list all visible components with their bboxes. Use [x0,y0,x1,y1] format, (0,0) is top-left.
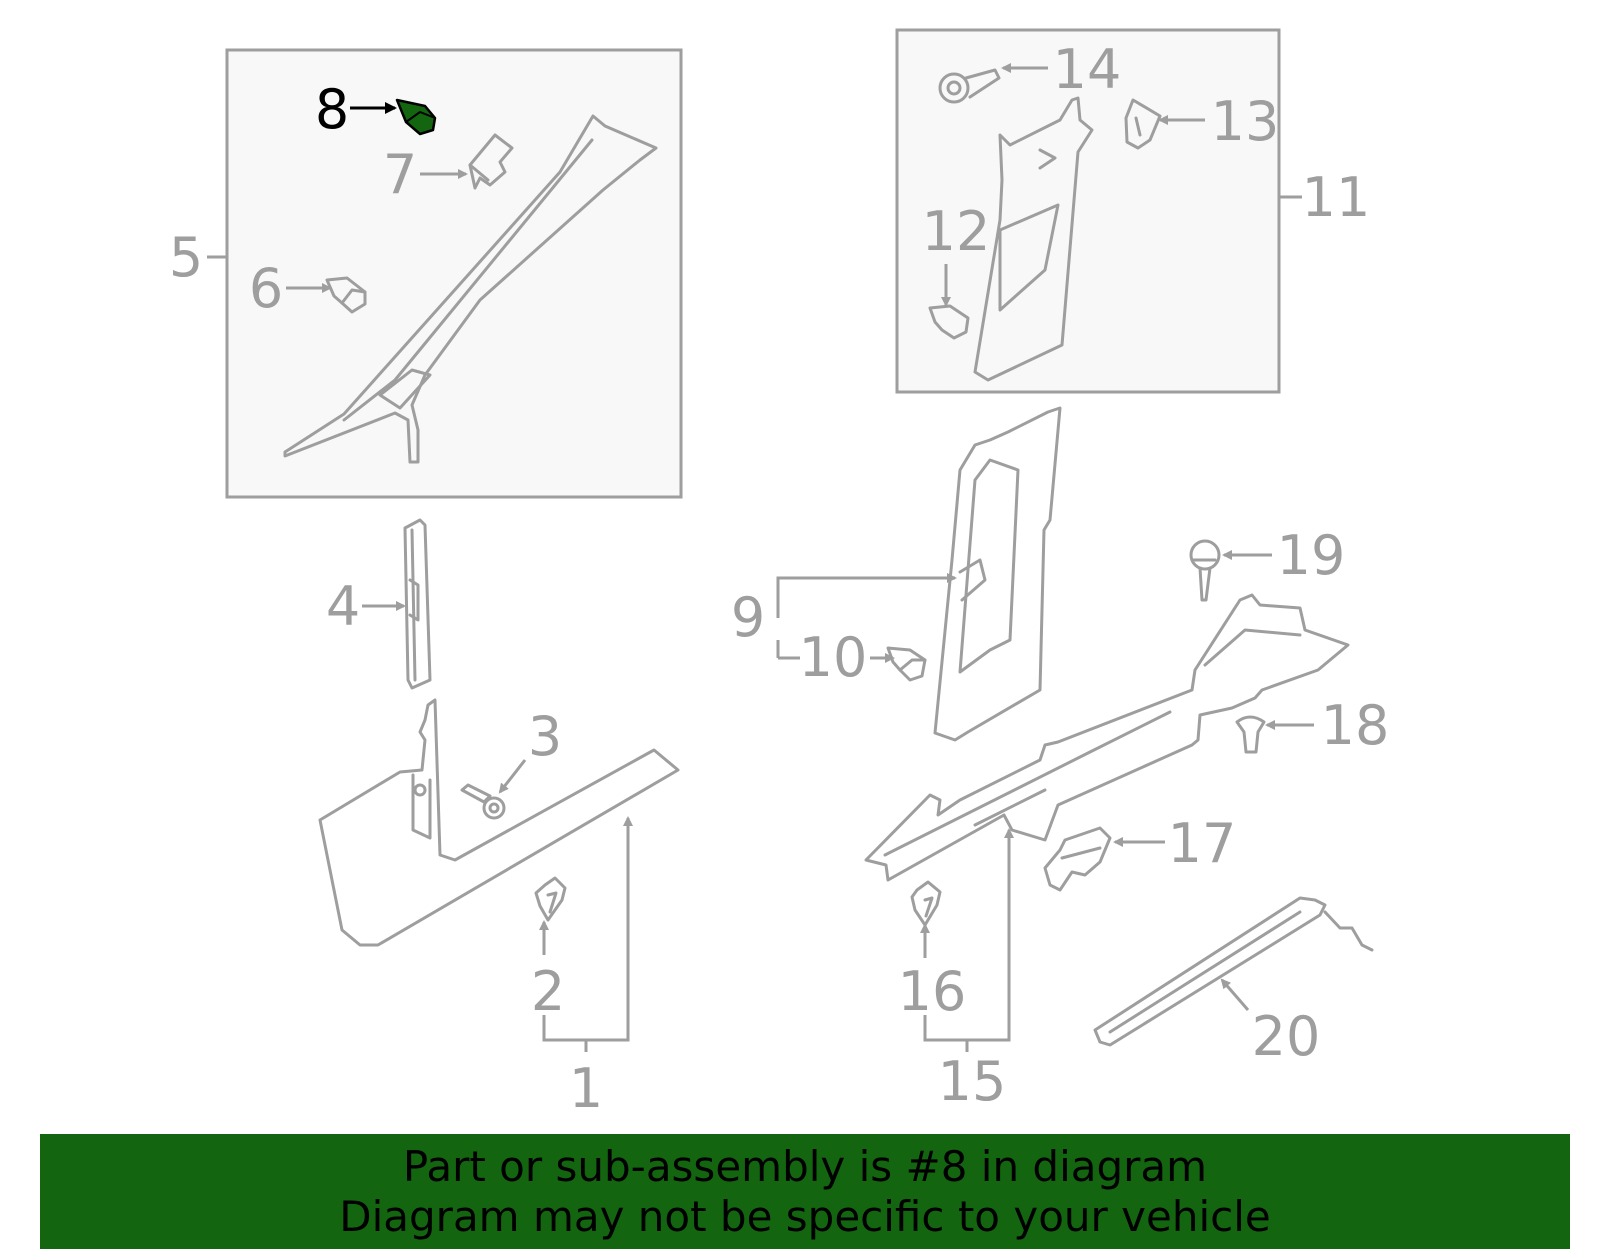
callout-17: 17 [1168,812,1237,875]
part-14-screw [938,68,1001,104]
part-3-screw [460,783,506,820]
part-18-push-pin [1235,715,1266,754]
part-20-scuff-plate [1093,896,1374,1047]
part-9-b-pillar-lower-trim [933,406,1062,742]
callout-9: 9 [731,586,765,649]
callout-16: 16 [898,960,967,1023]
callout-13: 13 [1211,90,1280,153]
part-4-trim-strip [403,518,432,690]
banner-line-2: Diagram may not be specific to your vehi… [339,1192,1271,1241]
part-12-clip [928,304,970,340]
a-pillar-trim [283,114,658,464]
callout-1: 1 [569,1057,603,1120]
callout-8: 8 [315,78,349,141]
callout-6: 6 [249,257,283,320]
callout-18: 18 [1321,694,1390,757]
callout-4: 4 [326,575,360,638]
callout-12: 12 [922,200,991,263]
part-8-clip [395,98,437,136]
callout-2: 2 [531,960,565,1023]
callout-11: 11 [1302,166,1371,229]
leader-lines [207,63,1314,1052]
callout-20: 20 [1252,1005,1321,1068]
banner-line-1: Part or sub-assembly is #8 in diagram [402,1142,1208,1191]
part-19-screw [1189,539,1221,602]
b-pillar-upper-trim [973,96,1094,382]
callout-3: 3 [528,705,562,768]
callout-19: 19 [1277,524,1346,587]
part-16-clip [910,880,942,927]
callout-10: 10 [799,626,868,689]
callout-15: 15 [938,1050,1007,1113]
part-7-bracket [468,133,514,190]
callout-14: 14 [1053,38,1122,101]
callout-5: 5 [169,226,203,289]
part-2-clip [534,876,567,922]
part-17-bracket [1043,826,1112,892]
part-15-sill-plate [864,593,1350,882]
part-6-clip [325,276,367,314]
assembly-box-5 [225,48,683,499]
part-1-kick-panel [318,698,680,947]
info-banner: Part or sub-assembly is #8 in diagram Di… [40,1134,1570,1249]
callout-7: 7 [383,143,417,206]
part-10-clip [886,646,927,682]
